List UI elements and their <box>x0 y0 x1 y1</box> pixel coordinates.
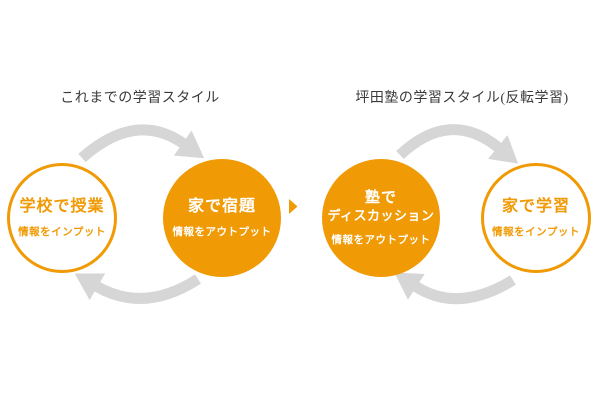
circle-main-label-line2: ディスカッション <box>327 207 435 223</box>
cycle-arrow-bottom-left-icon <box>74 273 201 304</box>
circle-sub-label: 情報をアウトプット <box>331 233 431 246</box>
left-section-title: これまでの学習スタイル <box>60 91 220 106</box>
right-section-title: 坪田塾の学習スタイル(反転学習) <box>355 91 569 106</box>
circle-sub-label: 情報をインプット <box>492 225 580 238</box>
circle-juku-discussion: 塾で ディスカッション 情報をアウトプット <box>322 159 440 277</box>
circle-main-label: 学校で授業 <box>19 198 105 216</box>
circle-homework-at-home: 家で宿題 情報をアウトプット <box>163 159 281 277</box>
cycle-arrow-top-left-icon <box>78 124 205 163</box>
circle-sub-label: 情報をアウトプット <box>172 225 272 238</box>
flow-arrow-icon <box>289 199 298 214</box>
circle-main-label-line1: 塾で <box>364 189 397 207</box>
circle-study-at-home: 家で学習 情報をインプット <box>481 163 591 273</box>
circle-school-lesson: 学校で授業 情報をインプット <box>7 163 117 273</box>
circle-main-label: 家で学習 <box>501 198 570 216</box>
circle-main-label: 家で宿題 <box>187 198 256 216</box>
cycle-arrow-top-right-icon <box>396 124 519 164</box>
cycle-arrow-bottom-right-icon <box>394 272 516 305</box>
circle-sub-label: 情報をインプット <box>18 225 106 238</box>
